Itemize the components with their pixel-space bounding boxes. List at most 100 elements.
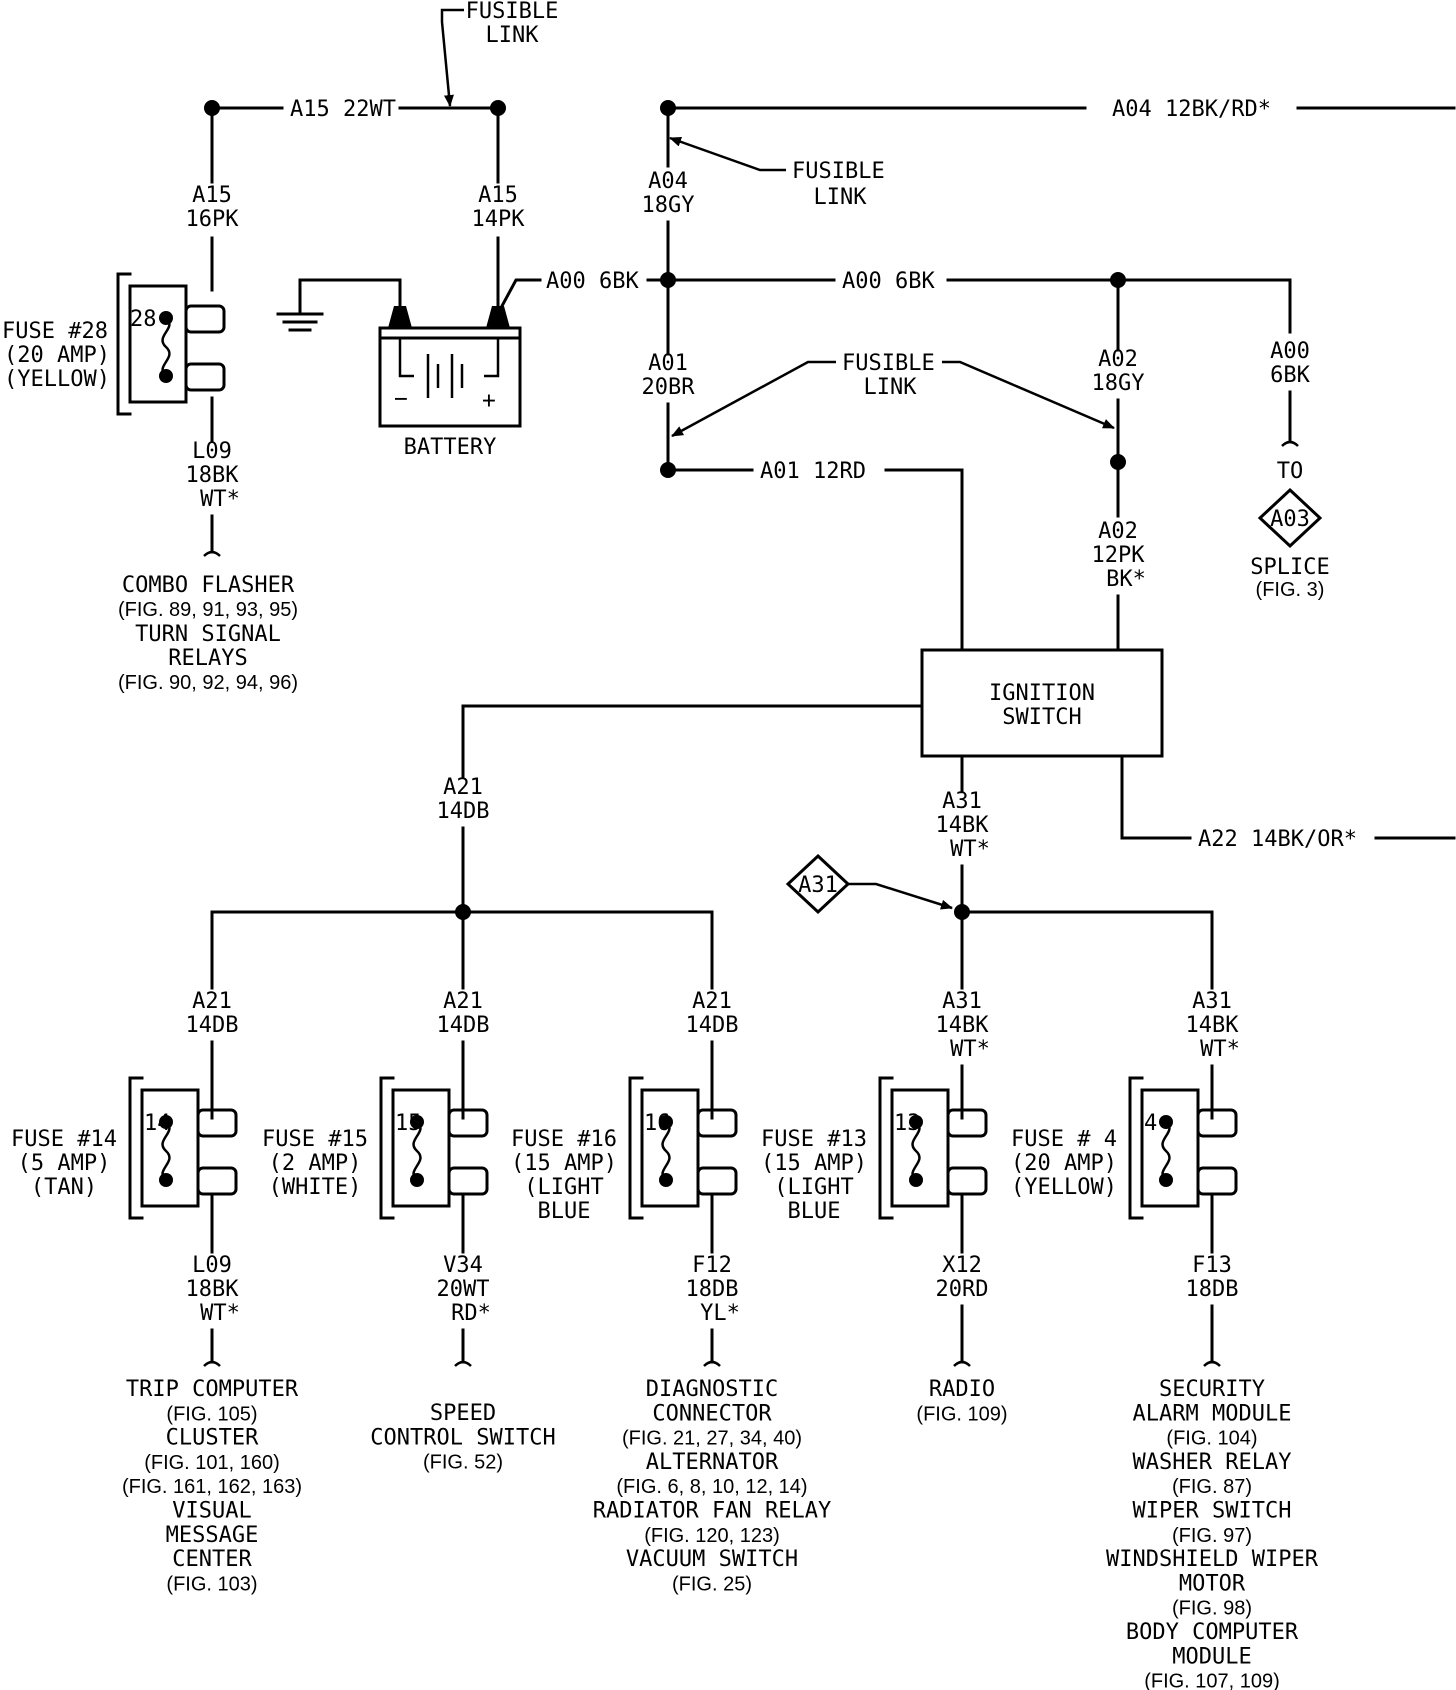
fuse-label: (WHITE)	[269, 1175, 362, 1200]
battery-plus: +	[482, 388, 496, 414]
connector-mark	[203, 550, 221, 557]
wire-label: 14DB	[437, 799, 490, 824]
fuse-element	[412, 1121, 422, 1181]
wire-label: A21	[443, 989, 483, 1014]
fuse28-destinations: COMBO FLASHER (FIG. 89, 91, 93, 95) TURN…	[118, 573, 298, 694]
destination-figure: (FIG. 98)	[1172, 1598, 1252, 1620]
wire-label: 12PK	[1092, 543, 1146, 568]
fuse-terminal-bottom	[184, 362, 226, 392]
destination-label: WINDSHIELD WIPER	[1106, 1547, 1319, 1572]
destination-figure: (FIG. 89, 91, 93, 95)	[118, 599, 298, 621]
destination-label: CENTER	[172, 1547, 252, 1572]
destination-figure: (FIG. 21, 27, 34, 40)	[622, 1428, 802, 1450]
destination-figure: (FIG. 109)	[916, 1403, 1007, 1425]
wire-label-a15-22wt: A15 22WT	[290, 97, 396, 122]
fuse-label: BLUE	[788, 1199, 841, 1224]
wire-label: 6BK	[1270, 363, 1310, 388]
wire-label: WT*	[950, 837, 990, 862]
fuse-element	[161, 1121, 171, 1181]
destination-label: TURN SIGNAL	[135, 622, 281, 647]
splice-to-label: TO	[1277, 459, 1304, 484]
fuse-label: FUSE #28	[2, 319, 108, 344]
fuse-number: 4	[1144, 1111, 1157, 1136]
ignition-switch-label: SWITCH	[1002, 705, 1081, 730]
fuse-label: FUSE #13	[761, 1127, 867, 1152]
fuse-terminal-top	[946, 1108, 988, 1138]
destination-figure: (FIG. 103)	[166, 1573, 257, 1595]
fuse-body-lip	[878, 1076, 894, 1220]
fuse-label: (20 AMP)	[4, 343, 110, 368]
destination-label: COMBO FLASHER	[122, 573, 295, 598]
destination-figure: (FIG. 105)	[166, 1403, 257, 1425]
destination-label: ALTERNATOR	[646, 1450, 779, 1475]
wire-label: 18DB	[686, 1277, 739, 1302]
wire-label: A21	[692, 989, 732, 1014]
fuse-element	[911, 1121, 921, 1181]
ground-wire	[298, 278, 402, 316]
wire-label: 18GY	[1092, 371, 1145, 396]
wire-label: A02	[1098, 519, 1138, 544]
fuse-element	[161, 317, 171, 377]
battery-label: BATTERY	[404, 435, 497, 460]
splice-diamond	[785, 853, 851, 915]
destination-label: WIPER SWITCH	[1133, 1499, 1292, 1524]
destination-label: RELAYS	[168, 646, 247, 671]
destination-label: VISUAL	[172, 1499, 251, 1524]
fusible-link-text: LINK	[486, 23, 540, 48]
destination-figure: (FIG. 161, 162, 163)	[122, 1476, 302, 1498]
destination-figure: (FIG. 104)	[1166, 1428, 1257, 1450]
destination-label: TRIP COMPUTER	[126, 1377, 299, 1402]
ignition-switch-label: IGNITION	[989, 681, 1095, 706]
destination-label: MODULE	[1172, 1644, 1251, 1669]
wire-label: A31	[1192, 989, 1232, 1014]
fuse-body	[1140, 1088, 1200, 1208]
wire-label: 16PK	[186, 207, 240, 232]
fuse-element	[661, 1121, 671, 1181]
battery: − +	[378, 306, 522, 428]
destination-label: SPEED	[430, 1401, 496, 1426]
destination-figure: (FIG. 97)	[1172, 1525, 1252, 1547]
splice-tag: A03	[1270, 507, 1310, 532]
ground-symbol	[276, 278, 402, 332]
fusible-link-text: LINK	[814, 185, 868, 210]
fuse-body	[890, 1088, 950, 1208]
fusible-link-arrow	[669, 136, 786, 172]
wire-label: 14BK	[936, 1013, 990, 1038]
wire-label: WT*	[200, 487, 240, 512]
battery-case	[378, 326, 522, 428]
fusible-link-text: FUSIBLE	[842, 351, 935, 376]
wire-label: WT*	[200, 1301, 240, 1326]
wire-label: 14DB	[686, 1013, 739, 1038]
fuse-body	[640, 1088, 700, 1208]
wire-label: L09	[192, 1253, 232, 1278]
wire-label: A00	[1270, 339, 1310, 364]
fuse-terminal-bottom	[447, 1166, 489, 1196]
destination-figure: (FIG. 25)	[672, 1573, 752, 1595]
fuse-number: 16	[644, 1111, 671, 1136]
fuse-number: 28	[130, 307, 157, 332]
fuse-element	[1161, 1121, 1171, 1181]
destination-label: RADIO	[929, 1377, 995, 1402]
battery-terminal-negative	[388, 306, 412, 328]
wire-label-a04-12bk: A04 12BK/RD*	[1112, 97, 1271, 122]
destination-figure: (FIG. 52)	[423, 1452, 503, 1474]
wire-label: 20WT	[437, 1277, 490, 1302]
wire-label: A31	[942, 789, 982, 814]
wire-label: 18GY	[642, 193, 695, 218]
wire-label: V34	[443, 1253, 483, 1278]
wire-a00-battery	[499, 278, 542, 309]
fuse-terminal-top	[184, 304, 226, 334]
wire-label: YL*	[700, 1301, 740, 1326]
wire-a22	[1120, 754, 1192, 840]
fuse-body	[140, 1088, 200, 1208]
fusible-link-text: LINK	[864, 375, 918, 400]
fuse-terminal-top	[696, 1108, 738, 1138]
destination-label: MESSAGE	[166, 1523, 259, 1548]
wire-label: A21	[192, 989, 232, 1014]
wire-label: A01	[648, 351, 688, 376]
fuse-body-lip	[128, 1076, 144, 1220]
fuse-label: (LIGHT	[524, 1175, 603, 1200]
